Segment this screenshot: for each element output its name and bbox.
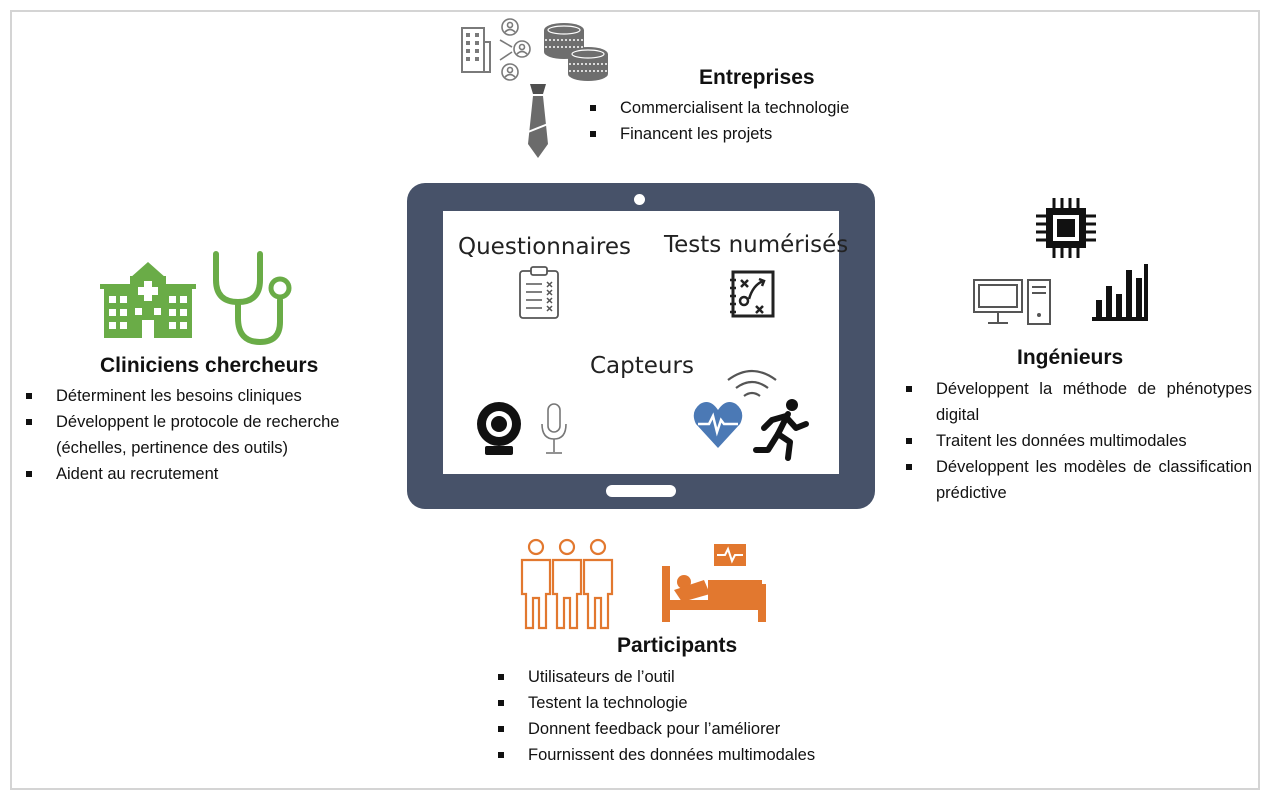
list-item: Donnent feedback pour l’améliorer xyxy=(496,716,916,742)
list-item: Développent les modèles de classificatio… xyxy=(904,454,1252,506)
heart-pulse-icon xyxy=(693,402,743,448)
tablet-home-button xyxy=(606,485,676,497)
runner-icon xyxy=(753,399,809,461)
cliniciens-list: Déterminent les besoins cliniques Dévelo… xyxy=(24,383,404,487)
hospital-bed-icon xyxy=(662,544,766,622)
list-item: Commercialisent la technologie xyxy=(588,95,908,121)
list-item: Aident au recrutement xyxy=(24,461,404,487)
list-item: Développent la méthode de phénotypes dig… xyxy=(904,376,1252,428)
coins-icon xyxy=(544,23,608,81)
computer-icon xyxy=(973,279,1051,325)
list-item: Développent le protocole de recherche (é… xyxy=(24,409,404,461)
entreprises-list: Commercialisent la technologie Financent… xyxy=(588,95,908,147)
ingenieurs-title: Ingénieurs xyxy=(1017,346,1124,369)
microphone-icon xyxy=(541,403,567,454)
people-icon xyxy=(520,538,614,630)
list-item: Déterminent les besoins cliniques xyxy=(24,383,404,409)
bar-chart-icon xyxy=(1092,264,1148,321)
list-item: Financent les projets xyxy=(588,121,908,147)
stethoscope-icon xyxy=(213,251,292,346)
tests-label: Tests numérisés xyxy=(664,232,849,258)
entreprises-title: Entreprises xyxy=(699,66,815,89)
capteurs-label: Capteurs xyxy=(590,353,694,379)
tactics-board-icon xyxy=(730,270,775,318)
list-item: Fournissent des données multimodales xyxy=(496,742,916,768)
hospital-icon xyxy=(100,262,196,338)
wifi-icon xyxy=(727,369,777,397)
tie-icon xyxy=(527,84,549,158)
building-icon xyxy=(461,27,491,73)
tablet-camera xyxy=(634,194,645,205)
list-item: Testent la technologie xyxy=(496,690,916,716)
cliniciens-title: Cliniciens chercheurs xyxy=(100,354,319,377)
webcam-icon xyxy=(477,402,521,455)
clipboard-icon xyxy=(519,266,559,319)
questionnaires-label: Questionnaires xyxy=(458,234,632,260)
users-icon xyxy=(499,18,531,81)
chip-icon xyxy=(1036,198,1096,258)
list-item: Traitent les données multimodales xyxy=(904,428,1252,454)
participants-title: Participants xyxy=(617,634,738,657)
list-item: Utilisateurs de l’outil xyxy=(496,664,916,690)
participants-list: Utilisateurs de l’outil Testent la techn… xyxy=(496,664,916,768)
ingenieurs-list: Développent la méthode de phénotypes dig… xyxy=(904,376,1252,506)
